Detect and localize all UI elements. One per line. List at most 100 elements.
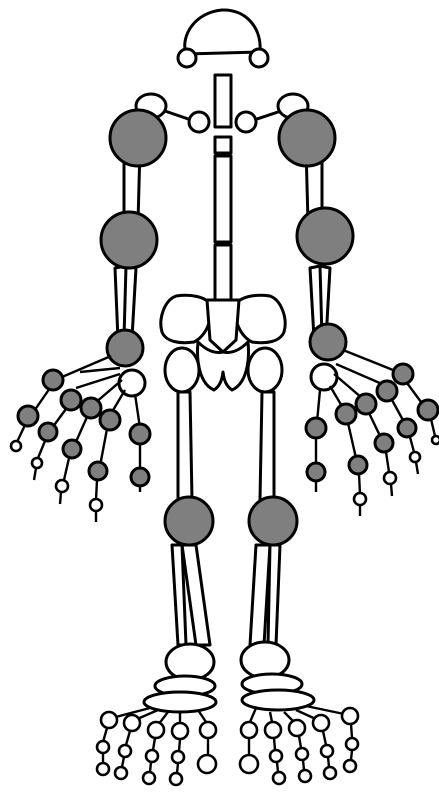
left-toe2-tip [115,767,127,779]
left-tarsal-2 [144,692,216,712]
left-toe2-phalanx [126,731,130,745]
right-shoulder-joint [279,110,335,166]
left-ring-joint-1 [100,410,120,430]
right-little-joint-1 [306,418,326,438]
right-toe4-joint-2 [321,745,333,757]
right-toe3-joint-2 [296,748,308,760]
left-toe3-tip [143,772,155,784]
left-toe4-tip [170,773,182,785]
left-fibula [172,545,186,645]
left-index-joint-2 [39,423,57,441]
left-index-metacarpal [80,368,120,372]
left-little-joint-1 [130,424,150,444]
left-middle-tip-bone [60,492,61,504]
right-ankle [241,642,289,678]
right-toe4-tip [324,767,336,779]
left-toe2-joint-2 [119,745,131,757]
right-toe5-metatarsal [306,706,344,714]
right-index-joint-2 [398,419,416,437]
neck-segment [215,75,231,127]
right-wrist-joint [310,324,346,360]
left-ring-metacarpal [112,390,125,412]
sacrum [207,300,239,352]
left-thumb-tip [11,441,21,451]
left-middle-joint-1 [81,398,101,418]
right-fibula [268,545,280,645]
head [178,10,268,67]
left-toe4-tip-bone [177,763,178,773]
left-thumb-tip-bone [17,425,25,442]
right-thumb-tip [432,436,439,444]
right-toe4-tip-bone [328,757,329,767]
left-ring-joint-2 [89,462,107,480]
right-little-joint-2 [307,463,325,481]
right-toe5-phalanx [351,724,352,738]
left-ankle [166,644,214,680]
left-toe5-tip [198,755,216,773]
right-arm [279,110,353,390]
right-thumb-joint-1 [393,364,413,384]
left-middle-tip-joint [56,480,68,492]
thoracic-segment-1 [215,137,231,153]
right-toe2-tip [273,772,285,784]
right-thumb-tip-bone [431,419,435,436]
right-index-joint-1 [377,381,397,401]
right-index-tip-bone [416,462,418,474]
right-toe2-joint-2 [270,750,282,762]
right-middle-tip-bone [391,484,392,496]
right-toe5-tip-bone [351,750,352,760]
left-foot [97,644,216,785]
right-ring-phalanx-1 [348,423,356,458]
left-index-tip-bone [34,468,36,480]
left-forearm-ulna [124,266,136,338]
hip-joint-left [165,348,199,392]
left-toe3-joint-2 [146,750,158,762]
right-toe5-joint-2 [346,738,358,750]
jaw-joint-left [178,49,196,67]
right-toe5-tip [344,760,356,772]
right-foot [240,642,358,784]
left-shoulder-joint [110,110,166,166]
left-elbow-joint [101,212,157,268]
right-middle-tip-joint [384,472,396,484]
right-toe2-tip-bone [277,762,278,772]
left-index-tip-joint [32,458,42,468]
right-middle-metacarpal [334,374,362,398]
pelvis [161,295,285,392]
right-toe5-joint-1 [342,708,358,724]
right-ring-phalanx-2 [359,474,360,494]
right-toe4-joint-1 [313,715,329,731]
right-index-phalanx-2 [410,437,414,452]
right-tarsal-2 [242,690,314,710]
right-ring-joint-1 [336,404,356,424]
left-knee-joint [165,497,213,545]
right-middle-phalanx-2 [386,452,389,472]
left-little-joint-2 [131,468,149,486]
right-toe4-phalanx [323,731,326,745]
left-femur [178,392,192,500]
right-toe3-joint-1 [289,720,305,736]
right-toe2-phalanx [274,738,275,750]
left-toe3-tip-bone [150,762,151,772]
left-toe3-phalanx [153,738,155,750]
left-toe2-tip-bone [122,757,124,767]
right-hand-base-joint [311,364,337,390]
left-index-joint-1 [61,390,81,410]
jaw-joint-right [250,49,268,67]
right-thumb-joint-2 [418,400,438,420]
left-thumb-joint-1 [43,370,63,390]
left-toe1-joint-1 [101,712,117,728]
left-middle-joint-2 [63,440,81,458]
left-ring-tip-joint [90,499,102,511]
left-wrist-joint [107,330,143,366]
left-toe4-phalanx [179,739,180,751]
pelvis-right-wing [234,295,285,342]
right-middle-joint-1 [356,394,376,414]
right-toe2-joint-1 [265,722,281,738]
right-leg [249,392,297,645]
left-index-phalanx-2 [38,441,45,458]
left-toe5-joint-1 [200,722,216,738]
right-femur [260,392,274,500]
right-knee-joint [249,497,297,545]
